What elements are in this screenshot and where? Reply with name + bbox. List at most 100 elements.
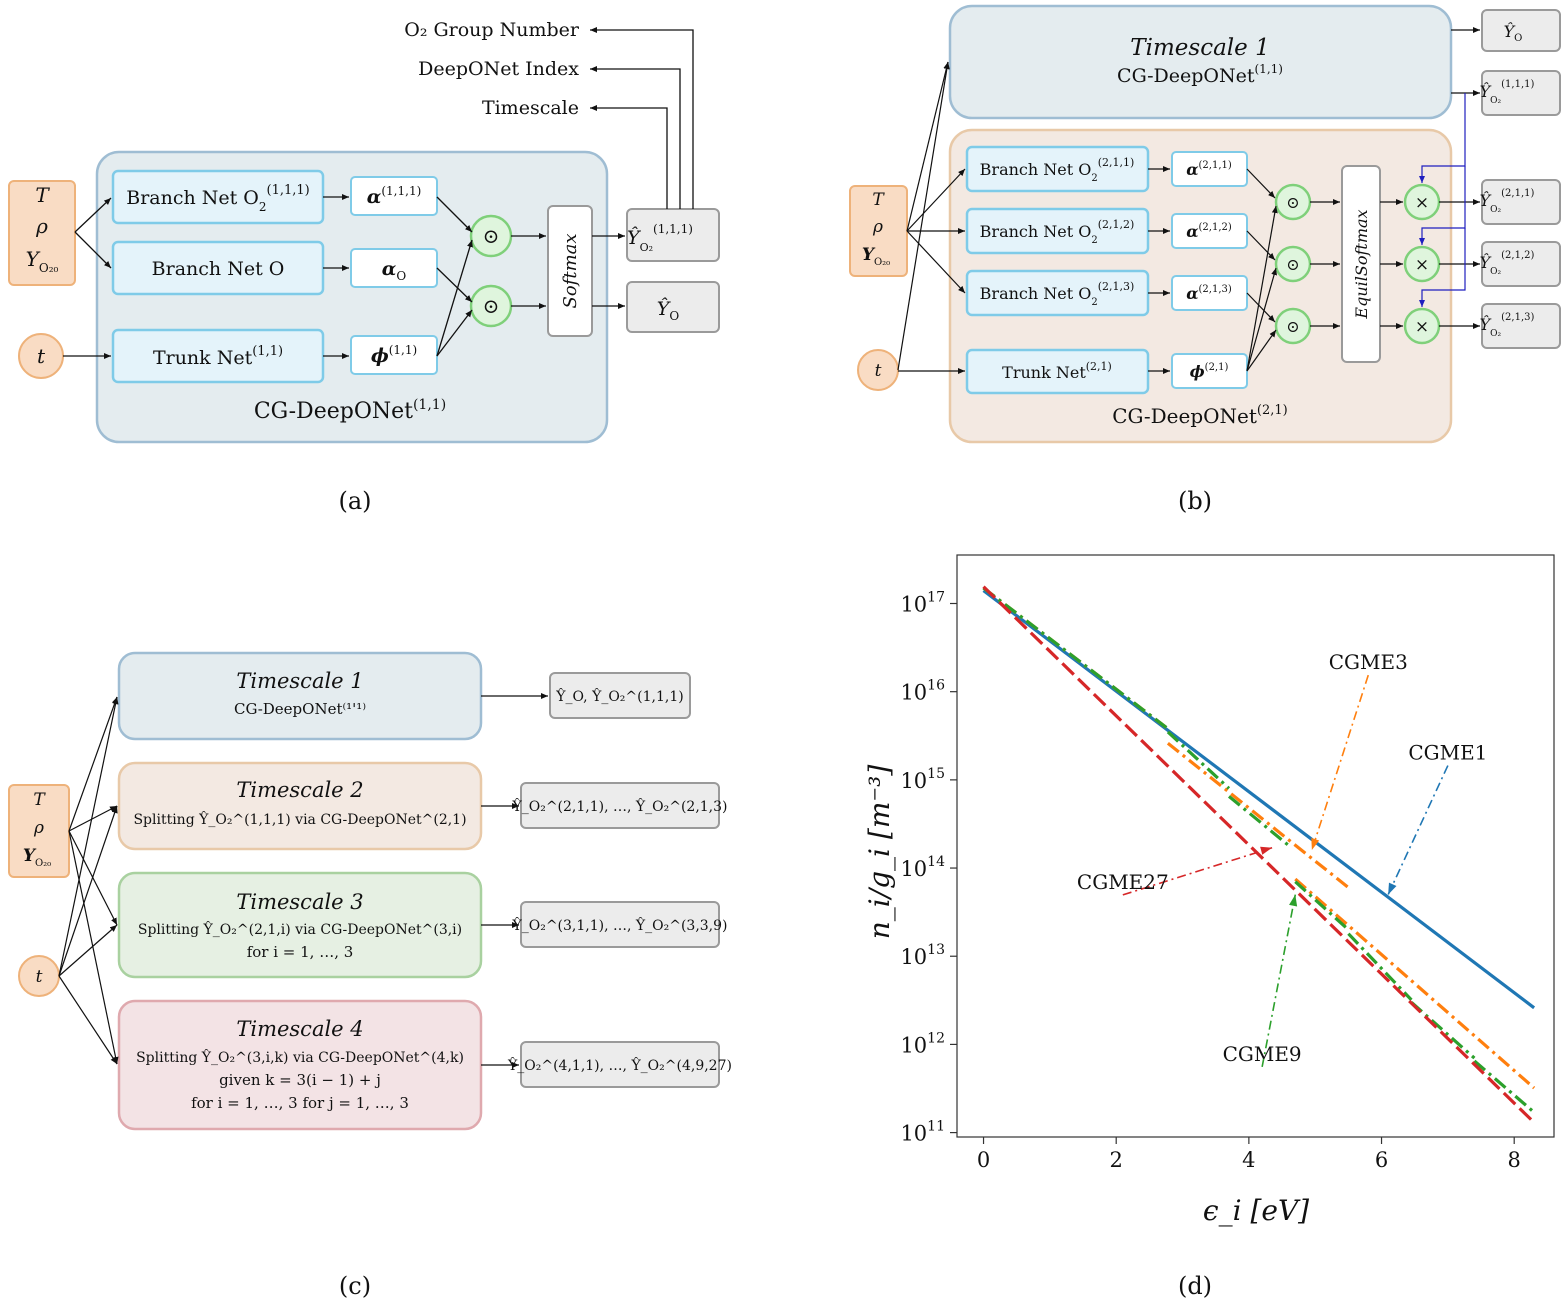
svg-text:α(2,1,2): α(2,1,2) — [1186, 222, 1232, 241]
svg-text:Ŷ_O, Ŷ_O₂^(1,1,1): Ŷ_O, Ŷ_O₂^(1,1,1) — [555, 687, 683, 705]
annotation-deeponet-index: DeepONet Index — [418, 58, 579, 80]
svg-text:ŶO₂(2,1,2): ŶO₂(2,1,2) — [1480, 250, 1535, 277]
input-t: t — [37, 344, 46, 368]
chart-xlabel: ϵ_i [eV] — [1203, 1194, 1309, 1227]
svg-text:ŶO₂(1,1,1): ŶO₂(1,1,1) — [627, 222, 693, 254]
y-tick-label: 1014 — [900, 854, 945, 881]
output-timescale2-c — [520, 782, 720, 829]
x-tick-label: 0 — [977, 1148, 990, 1172]
svg-text:⊙: ⊙ — [483, 224, 500, 248]
svg-text:ρ: ρ — [33, 818, 44, 838]
output-yo2-213-b — [1481, 303, 1561, 349]
series-line-cgme27 — [982, 585, 1536, 1124]
blue-connectors-b — [1419, 93, 1466, 307]
caption-b: (b) — [1178, 487, 1212, 515]
caption-a: (a) — [338, 487, 371, 515]
svg-text:⊙: ⊙ — [1286, 193, 1299, 212]
connectors-c — [58, 693, 548, 1068]
chart-series — [982, 585, 1536, 1124]
output-timescale4-c — [520, 1041, 720, 1088]
panel-b: Timescale 1 CG-DeepONet(1,1) CG-DeepONet… — [849, 4, 1561, 515]
y-tick-label: 1015 — [900, 766, 945, 793]
output-yo2-111-b — [1481, 70, 1561, 116]
svg-text:Softmax: Softmax — [560, 233, 581, 308]
connectors-a — [63, 27, 694, 359]
y-tick-label: 1012 — [900, 1030, 945, 1057]
annotation-label-cgme9: CGME9 — [1223, 1042, 1302, 1066]
svg-text:×: × — [1415, 193, 1429, 213]
annotation-arrowhead-cgme3 — [1311, 838, 1320, 851]
svg-text:Splitting Ŷ_O₂^(2,1,i) via CG-: Splitting Ŷ_O₂^(2,1,i) via CG-DeepONet^(… — [138, 920, 462, 938]
svg-text:Trunk Net(1,1): Trunk Net(1,1) — [153, 344, 283, 369]
caption-c: (c) — [339, 1272, 371, 1300]
svg-text:T: T — [33, 790, 46, 810]
svg-text:CG-DeepONet(1,1): CG-DeepONet(1,1) — [1117, 62, 1283, 87]
input-rho: ρ — [35, 214, 48, 238]
svg-text:T: T — [872, 190, 885, 210]
annotation-o2-group: O₂ Group Number — [404, 19, 580, 41]
svg-text:α(1,1,1): α(1,1,1) — [367, 184, 422, 208]
svg-text:Ŷ_O₂^(3,1,1), …, Ŷ_O₂^(3,3,9): Ŷ_O₂^(3,1,1), …, Ŷ_O₂^(3,3,9) — [511, 916, 727, 934]
x-tick-label: 6 — [1375, 1148, 1388, 1172]
svg-text:Timescale 4: Timescale 4 — [236, 1017, 363, 1041]
container-label-a: CG-DeepONet(1,1) — [254, 397, 446, 424]
series-line-cgme9 — [982, 586, 1169, 730]
svg-text:ŶO₂(2,1,1): ŶO₂(2,1,1) — [1480, 188, 1535, 215]
connectors-b — [897, 27, 1480, 374]
series-line-cgme9 — [1473, 1059, 1536, 1114]
annotation-arrowhead-cgme1 — [1388, 882, 1397, 895]
svg-text:YO₂₀: YO₂₀ — [23, 846, 51, 869]
annotation-label-cgme3: CGME3 — [1329, 650, 1408, 674]
y-tick-label: 1016 — [900, 678, 945, 705]
svg-text:Timescale 2: Timescale 2 — [236, 778, 363, 802]
svg-text:ϕ(2,1): ϕ(2,1) — [1190, 362, 1229, 381]
svg-text:Branch Net O2(2,1,2): Branch Net O2(2,1,2) — [980, 218, 1135, 246]
svg-text:⊙: ⊙ — [1286, 255, 1299, 274]
svg-text:CG-DeepONet⁽¹'¹⁾: CG-DeepONet⁽¹'¹⁾ — [234, 700, 366, 718]
output-yo-b — [1481, 9, 1561, 52]
svg-text:×: × — [1415, 317, 1429, 337]
annotation-arrowhead-cgme27 — [1260, 846, 1273, 855]
annotation-label-cgme1: CGME1 — [1408, 741, 1487, 765]
svg-text:Splitting Ŷ_O₂^(3,i,k) via CG-: Splitting Ŷ_O₂^(3,i,k) via CG-DeepONet^(… — [136, 1048, 464, 1066]
svg-text:ŶO₂(1,1,1): ŶO₂(1,1,1) — [1480, 79, 1535, 106]
panel-a: CG-DeepONet(1,1) T ρ YO₂₀ t Branch Net O… — [8, 19, 720, 515]
annotation-timescale: Timescale — [482, 97, 579, 119]
svg-text:Timescale 1: Timescale 1 — [1130, 35, 1269, 61]
series-line-cgme3 — [1166, 742, 1350, 889]
output-yo2-211-b — [1481, 179, 1561, 225]
svg-text:Ŷ_O₂^(4,1,1), …, Ŷ_O₂^(4,9,27): Ŷ_O₂^(4,1,1), …, Ŷ_O₂^(4,9,27) — [507, 1056, 732, 1074]
svg-text:α(2,1,3): α(2,1,3) — [1186, 284, 1232, 303]
svg-text:Branch Net O2(2,1,3): Branch Net O2(2,1,3) — [980, 280, 1135, 308]
svg-text:given k = 3(i − 1) + j: given k = 3(i − 1) + j — [219, 1071, 381, 1089]
y-tick-label: 1013 — [900, 942, 945, 969]
annotation-arrowhead-cgme9 — [1289, 894, 1298, 907]
svg-text:CG-DeepONet(2,1): CG-DeepONet(2,1) — [1112, 403, 1288, 428]
y-tick-label: 1011 — [900, 1119, 945, 1146]
annotation-arrow-cgme27 — [1122, 846, 1273, 896]
timescale1-box-c — [117, 651, 483, 741]
series-line-cgme9 — [1166, 730, 1231, 790]
svg-text:Branch Net O2(2,1,1): Branch Net O2(2,1,1) — [980, 156, 1135, 184]
svg-text:ϕ(1,1): ϕ(1,1) — [371, 343, 417, 367]
annotation-arrow-cgme9 — [1261, 894, 1297, 1068]
svg-text:ρ: ρ — [872, 217, 883, 237]
svg-text:⊙: ⊙ — [483, 294, 500, 318]
svg-text:α(2,1,1): α(2,1,1) — [1186, 160, 1232, 179]
svg-text:EquilSoftmax: EquilSoftmax — [1352, 209, 1371, 319]
svg-text:YO₂₀: YO₂₀ — [862, 245, 890, 268]
output-timescale3-c — [520, 901, 720, 948]
svg-text:for i = 1, …, 3 for j = 1, …,: for i = 1, …, 3 for j = 1, …, 3 — [191, 1094, 409, 1112]
x-tick-label: 8 — [1508, 1148, 1521, 1172]
panel-c: T ρ YO₂₀ t Timescale 1 CG-DeepONet⁽¹'¹⁾ … — [8, 651, 732, 1300]
svg-text:ŶO: ŶO — [657, 297, 680, 323]
timescale1-box-b — [948, 4, 1453, 120]
output-yo2-212-b — [1481, 241, 1561, 287]
svg-text:Trunk Net(2,1): Trunk Net(2,1) — [1002, 360, 1112, 382]
svg-text:×: × — [1415, 255, 1429, 275]
svg-text:Branch Net O: Branch Net O — [152, 258, 285, 280]
svg-text:for i = 1, …, 3: for i = 1, …, 3 — [247, 943, 354, 961]
svg-text:Timescale 3: Timescale 3 — [236, 890, 363, 914]
input-T: T — [35, 183, 50, 207]
